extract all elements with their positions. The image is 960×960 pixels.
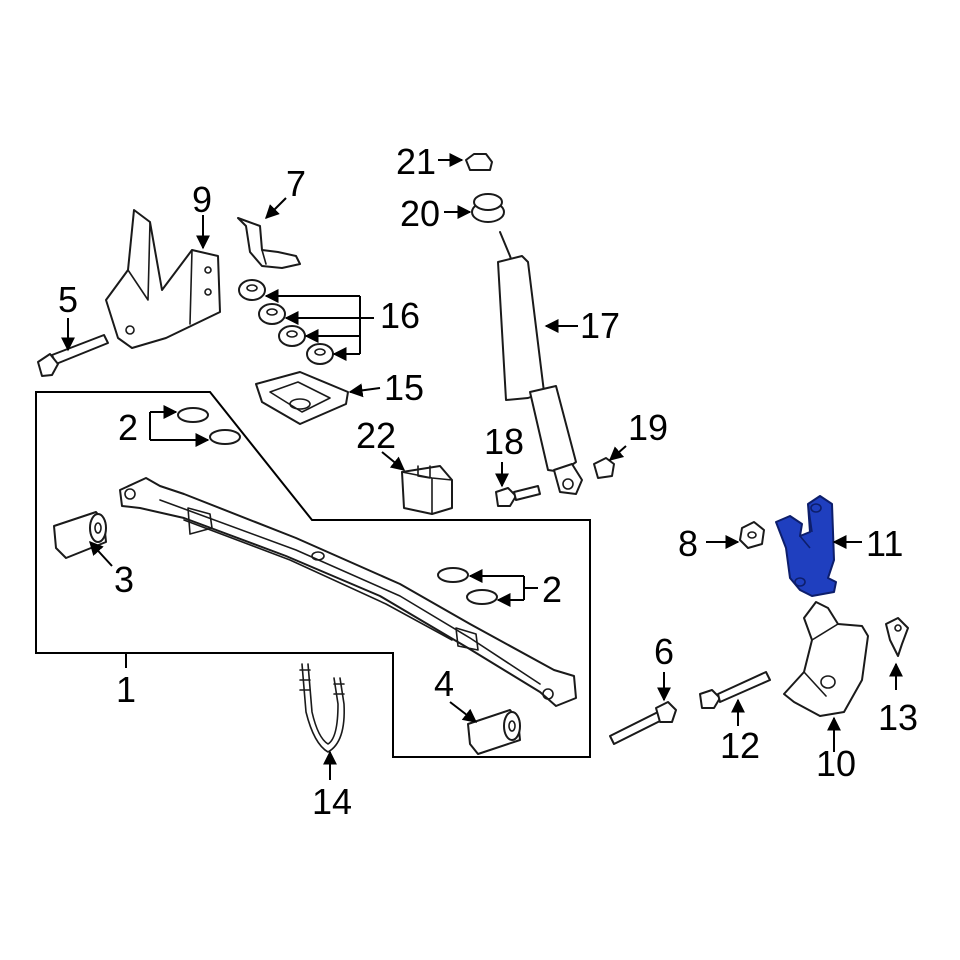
callout-21[interactable]: 21 <box>396 141 436 182</box>
callout-16[interactable]: 16 <box>380 295 420 336</box>
bolt-5[interactable] <box>37 334 109 377</box>
callout-19[interactable]: 19 <box>628 407 668 448</box>
spring-plate[interactable] <box>255 371 349 425</box>
nut-19[interactable] <box>593 457 615 479</box>
callout-2-lower[interactable]: 2 <box>542 569 562 610</box>
shock-absorber[interactable] <box>497 231 583 495</box>
callout-6[interactable]: 6 <box>654 631 674 672</box>
u-bolt[interactable] <box>299 663 345 753</box>
nut-16-3[interactable] <box>278 325 306 347</box>
spring-hanger-bracket[interactable] <box>105 209 221 349</box>
insulator-pad-2-2[interactable] <box>209 429 241 445</box>
leaf-spring[interactable] <box>119 477 577 707</box>
insulator-pad-2-4[interactable] <box>466 589 498 605</box>
shock-insulator[interactable] <box>471 193 505 223</box>
bushing-4[interactable] <box>467 709 521 755</box>
leader-lines <box>61 153 903 780</box>
insulator-pad-2-1[interactable] <box>177 407 209 423</box>
callout-8[interactable]: 8 <box>678 523 698 564</box>
callout-20[interactable]: 20 <box>400 193 440 234</box>
spring-shackle[interactable] <box>775 495 837 597</box>
nut-16-1[interactable] <box>238 279 266 301</box>
callout-12[interactable]: 12 <box>720 725 760 766</box>
callout-7[interactable]: 7 <box>286 163 306 204</box>
bolt-18[interactable] <box>495 485 541 507</box>
callout-9[interactable]: 9 <box>192 179 212 220</box>
callout-22[interactable]: 22 <box>356 415 396 456</box>
clip-13[interactable] <box>885 617 909 657</box>
shock-nut[interactable] <box>465 153 493 171</box>
callout-15[interactable]: 15 <box>384 367 424 408</box>
bolt-12[interactable] <box>699 671 771 709</box>
leaf-spring-assembly-frame <box>35 391 591 758</box>
bolt-6[interactable] <box>609 701 677 745</box>
callout-5[interactable]: 5 <box>58 279 78 320</box>
callout-14[interactable]: 14 <box>312 781 352 822</box>
callout-1[interactable]: 1 <box>116 669 136 710</box>
callout-13[interactable]: 13 <box>878 697 918 738</box>
callout-labels: 21 20 7 9 5 16 15 17 22 18 19 2 2 3 4 1 … <box>58 141 918 822</box>
callout-18[interactable]: 18 <box>484 421 524 462</box>
callout-10[interactable]: 10 <box>816 743 856 784</box>
nut-8[interactable] <box>739 521 765 549</box>
callout-3[interactable]: 3 <box>114 559 134 600</box>
callout-17[interactable]: 17 <box>580 305 620 346</box>
bracket-7[interactable] <box>237 217 301 269</box>
callout-2-upper[interactable]: 2 <box>118 407 138 448</box>
bump-stop[interactable] <box>401 465 453 515</box>
nut-16-4[interactable] <box>306 343 334 365</box>
nut-16-2[interactable] <box>258 303 286 325</box>
shackle-bracket[interactable] <box>783 601 869 717</box>
insulator-pad-2-3[interactable] <box>437 567 469 583</box>
callout-11[interactable]: 11 <box>866 523 903 564</box>
callout-4[interactable]: 4 <box>434 663 454 704</box>
